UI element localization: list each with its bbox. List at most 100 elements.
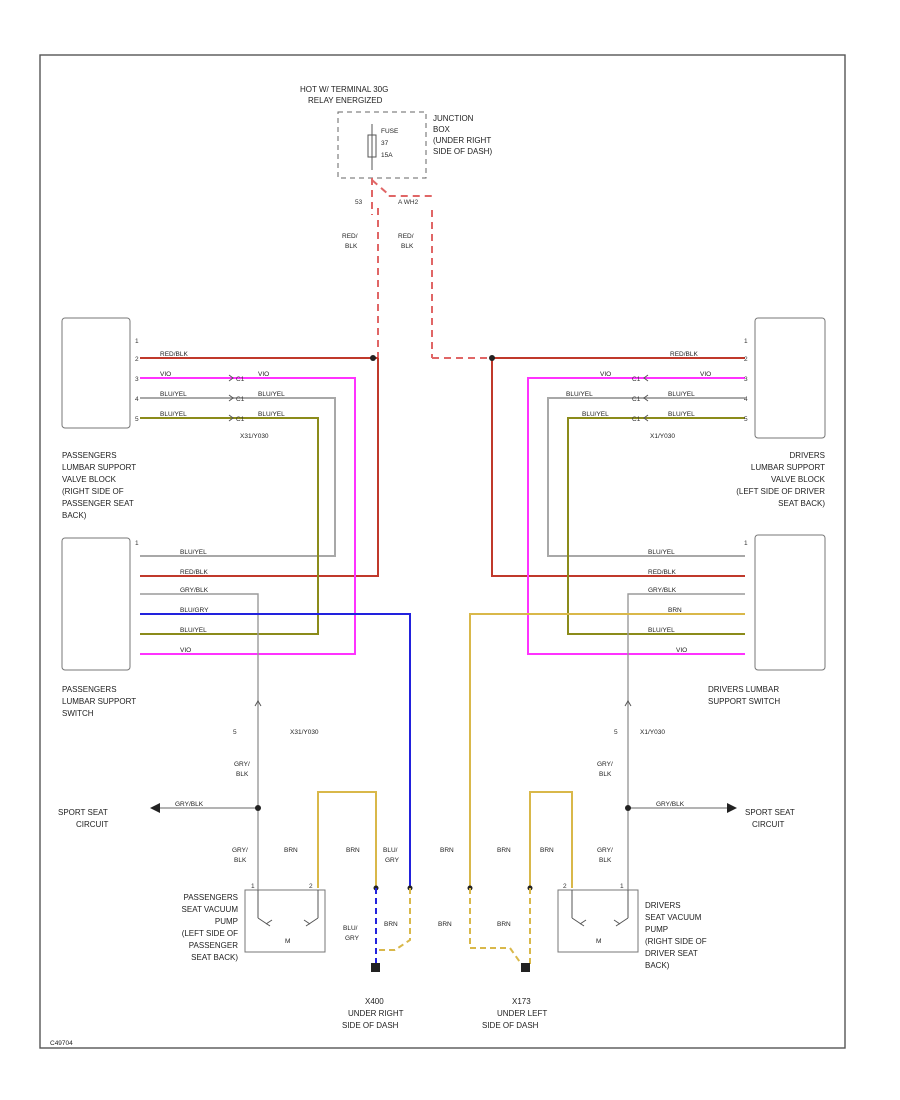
p-switch-name-2: LUMBAR SUPPORT: [62, 697, 136, 706]
hot-label-line1: HOT W/ TERMINAL 30G: [300, 85, 388, 94]
p-switch-wire5: BLU/YEL: [180, 627, 207, 634]
p-conn-name: X31/Y030: [290, 729, 319, 736]
d-gry-blk-2: GRY/: [597, 847, 613, 854]
p-gry-blk-1: GRY/: [234, 761, 250, 768]
d-pump-pin1: 1: [620, 883, 624, 890]
fuse-number: 37: [381, 140, 389, 147]
p-gry-blk-2: GRY/: [232, 847, 248, 854]
ground-right-id: X173: [512, 997, 531, 1006]
fuse-label: FUSE: [381, 128, 399, 135]
p-switch-pin1: 1: [135, 540, 139, 547]
p-switch-name-3: SWITCH: [62, 709, 94, 718]
d-valve-wire2: VIO: [700, 371, 711, 378]
top-wire-left-label2: BLK: [345, 243, 358, 250]
p-valve-name-5: PASSENGER SEAT: [62, 499, 134, 508]
d-valve-pin3: 3: [744, 376, 748, 383]
d-switch-wire5: BLU/YEL: [648, 627, 675, 634]
splice-right: [489, 355, 495, 361]
d-pump-name-5: DRIVER SEAT: [645, 949, 698, 958]
d-pump-motor: M: [596, 938, 601, 945]
d-valve-wire3: BLU/YEL: [668, 391, 695, 398]
fuse-feed-wires: [371, 178, 492, 359]
d-valve-pin2: 2: [744, 356, 748, 363]
d-valve-wire4: BLU/YEL: [668, 411, 695, 418]
p-valve-pin4: 4: [135, 396, 139, 403]
d-switch-wire4: BRN: [668, 607, 682, 614]
brn-low-r1: BRN: [438, 921, 452, 928]
junction-box-label-3: (UNDER RIGHT: [433, 136, 491, 145]
ground-right: [521, 963, 530, 972]
p-switch-name-1: PASSENGERS: [62, 685, 117, 694]
junction-box-label-4: SIDE OF DASH): [433, 147, 492, 156]
d-switch-name-1: DRIVERS LUMBAR: [708, 685, 779, 694]
top-pin-right: A WH2: [398, 199, 419, 206]
d-switch-wire6: VIO: [676, 647, 687, 654]
d-conn-name: X1/Y030: [640, 729, 665, 736]
d-pump-name-6: BACK): [645, 961, 670, 970]
p-valve-name-6: BACK): [62, 511, 87, 520]
sport-seat-right: [625, 803, 737, 813]
fuse-body: [367, 134, 377, 158]
p-valve-wire-out1: VIO: [258, 371, 269, 378]
passenger-wiring: [140, 357, 411, 890]
ground-left: [371, 963, 380, 972]
d-switch-wire2: RED/BLK: [648, 569, 676, 576]
p-valve-wire3: BLU/YEL: [160, 391, 187, 398]
p-pump-name-2: SEAT VACUUM: [182, 905, 239, 914]
d-valve-mid2: C1: [632, 396, 641, 403]
p-valve-mid3: C1: [236, 416, 245, 423]
p-valve-mid1: C1: [236, 376, 245, 383]
d-pump-name-3: PUMP: [645, 925, 668, 934]
blu-gry-low-1: BLU/: [343, 925, 358, 932]
top-wire-left-label: RED/: [342, 233, 358, 240]
d-gry-blk-1b: BLK: [599, 771, 612, 778]
driver-vacuum-pump: [557, 889, 639, 953]
d-valve-name-4: (LEFT SIDE OF DRIVER: [736, 487, 825, 496]
blu-gry-top-2: GRY: [385, 857, 400, 864]
p-switch-wire3: GRY/BLK: [180, 587, 209, 594]
driver-valve-block: [754, 317, 826, 439]
brown-wiring: [317, 791, 573, 888]
brn-low-l: BRN: [384, 921, 398, 928]
pump-connector-dots: [373, 885, 533, 891]
p-valve-wire2: VIO: [160, 371, 171, 378]
p-valve-name-1: PASSENGERS: [62, 451, 117, 460]
ground-dashed-wires: [375, 888, 531, 966]
driver-wiring: [469, 357, 745, 890]
p-valve-mid2: C1: [236, 396, 245, 403]
d-valve-wire-out2: BLU/YEL: [566, 391, 593, 398]
blu-gry-top-1: BLU/: [383, 847, 398, 854]
sport-seat-left: [150, 803, 261, 813]
brn-r1: BRN: [440, 847, 454, 854]
diagram-frame: [39, 54, 846, 1049]
d-valve-wire-out3: BLU/YEL: [582, 411, 609, 418]
p-switch-wire6: VIO: [180, 647, 191, 654]
junction-box-label-1: JUNCTION: [433, 114, 474, 123]
splice-left: [370, 355, 376, 361]
ground-right-desc-2: SIDE OF DASH: [482, 1021, 539, 1030]
sport-left-label-1: SPORT SEAT: [58, 808, 108, 817]
d-gry-blk-1: GRY/: [597, 761, 613, 768]
passenger-vacuum-pump: [244, 889, 326, 953]
d-gry-blk-2b: BLK: [599, 857, 612, 864]
d-valve-name-2: LUMBAR SUPPORT: [751, 463, 825, 472]
p-pump-name-4: (LEFT SIDE OF: [182, 929, 238, 938]
d-switch-wire1: BLU/YEL: [648, 549, 675, 556]
sport-right-label-2: CIRCUIT: [752, 820, 785, 829]
p-valve-pin2: 2: [135, 356, 139, 363]
p-valve-pin1: 1: [135, 338, 139, 345]
brn-r3: BRN: [540, 847, 554, 854]
brn-l1: BRN: [284, 847, 298, 854]
top-wire-right-label2: BLK: [401, 243, 414, 250]
junction-box: [337, 111, 427, 179]
p-gry-blk-2b: BLK: [234, 857, 247, 864]
top-wire-right-label: RED/: [398, 233, 414, 240]
d-switch-pin1: 1: [744, 540, 748, 547]
driver-lumbar-switch: [754, 534, 826, 671]
d-pump-name-4: (RIGHT SIDE OF: [645, 937, 707, 946]
brn-r2: BRN: [497, 847, 511, 854]
p-valve-name-2: LUMBAR SUPPORT: [62, 463, 136, 472]
ground-left-desc-1: UNDER RIGHT: [348, 1009, 404, 1018]
p-switch-wire2: RED/BLK: [180, 569, 208, 576]
ground-left-id: X400: [365, 997, 384, 1006]
